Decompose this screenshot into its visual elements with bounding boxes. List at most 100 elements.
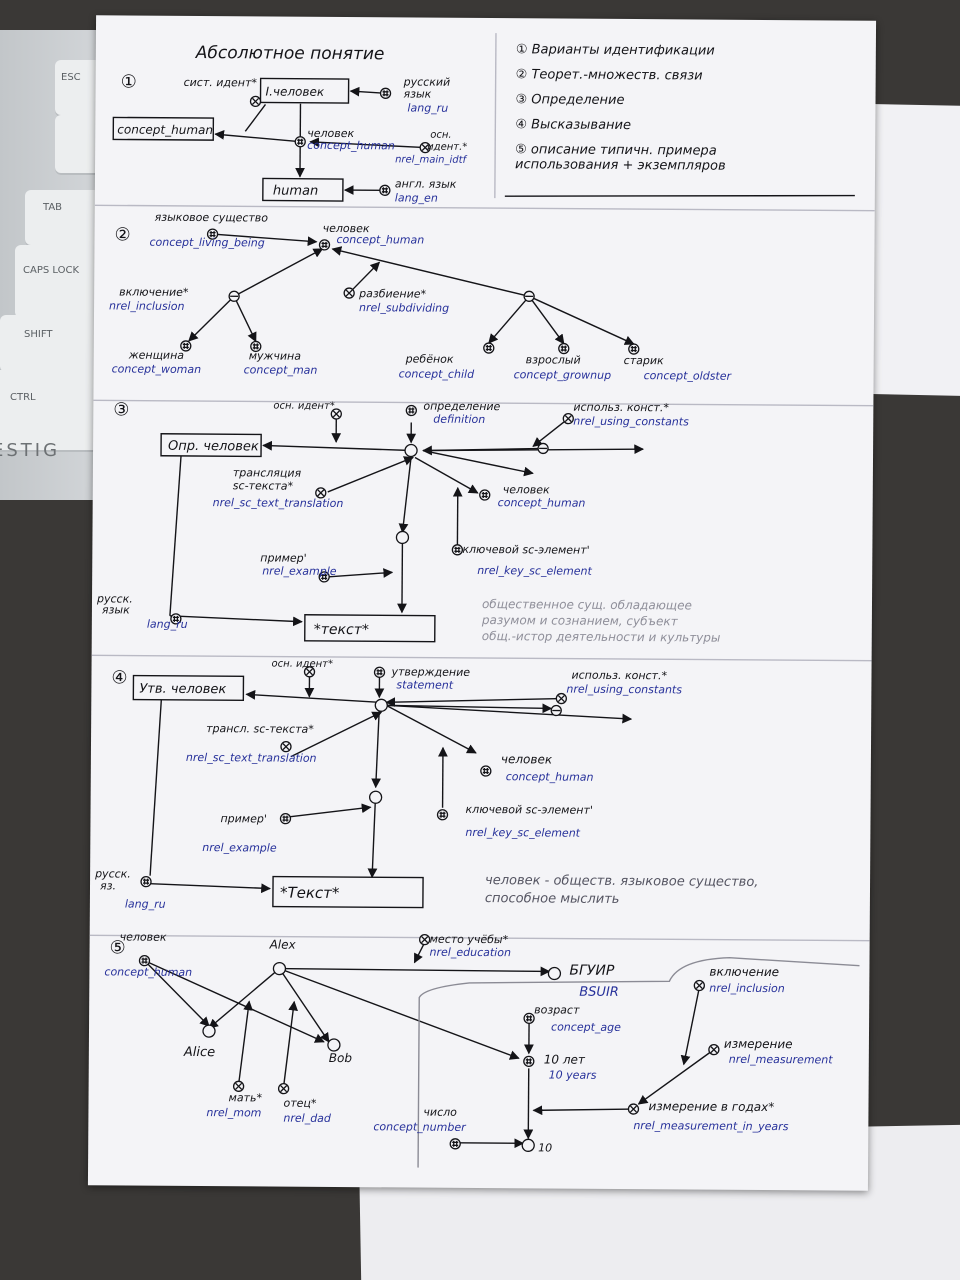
text-label: включение* [119,285,189,298]
sc-node [547,966,562,981]
sc-node-mark [557,695,565,703]
section-number: ⑤ [110,937,126,958]
sc-node-mark [526,1015,533,1022]
sc-identifier: nrel_key_sc_element [465,826,580,840]
sc-identifier: definition [433,413,485,426]
caps-lock-key: CAPS LOCK [15,245,103,320]
box-label: human [273,184,318,199]
section-number: ④ [111,667,127,688]
sc-node [628,343,640,355]
box-label: concept_human [117,122,213,137]
sc-node-mark [332,410,340,418]
text-label: человек [503,483,550,496]
text-label: человек [307,127,354,140]
text-label: русск. [96,592,133,605]
sc-node [140,876,152,888]
sc-node [180,340,192,352]
sc-node [379,87,392,99]
text-label: русск. [94,867,131,880]
sc-node-mark [172,615,179,622]
sc-node-mark [282,815,289,822]
sc-identifier: nrel_sc_text_translation [186,751,317,765]
sc-node [327,1038,341,1052]
box-label: Утв. человек [139,682,226,698]
sc-identifier: nrel_inclusion [709,982,785,996]
sc-node [405,404,417,417]
text-label: отец* [283,1097,316,1110]
note-text: общественное сущ. обладающее [482,597,692,612]
sc-node-mark [421,144,429,152]
text-label: ключевой sc-элемент' [462,543,589,557]
box-label: *текст* [314,622,369,638]
sc-identifier: concept_human [336,233,424,247]
sc-node [523,1012,535,1024]
box-label: I.человек [266,84,325,98]
sc-identifier: concept_living_being [149,236,264,250]
text-label: мать* [228,1091,262,1104]
sc-node [279,812,292,825]
text-label: мужчина [249,349,302,362]
text-label: место учёбы* [430,933,509,947]
legend-item: ② Теорет.-множеств. связи [516,67,703,83]
sc-node-mark [421,936,429,944]
text-label: языковое существо [155,211,269,225]
text-label: 10 лет [544,1052,586,1066]
sc-node [202,1024,216,1038]
sc-identifier: nrel_using_constants [566,683,682,697]
sc-node-mark [710,1046,718,1054]
note-text: человек - обществ. языковое существо, [485,873,758,890]
sc-identifier: nrel_example [262,564,337,578]
text-label: включение [709,965,779,979]
sc-identifier: nrel_main_idtf [395,154,467,166]
sc-identifier: nrel_example [202,841,277,855]
sc-node-mark [408,407,415,414]
text-label: Alice [183,1045,215,1060]
sc-node-mark [481,492,488,499]
text-label: осн. идент* [272,659,334,670]
sc-node [294,136,306,148]
sc-node [250,340,262,353]
legend-item: использования + экземпляров [515,157,726,173]
text-label: женщина [128,349,185,362]
text-label: sc-текста* [233,479,294,492]
sc-node-mark [382,90,389,97]
text-label: БГУИР [569,963,615,979]
sc-node [368,790,383,804]
sc-node [138,955,151,967]
sc-node [480,765,492,777]
legend-item: ⑤ описание типичн. примера [515,142,717,158]
sc-node-mark [321,573,328,580]
sc-node [479,489,491,501]
sc-node-mark [252,343,259,350]
text-label: разбиение* [358,287,426,300]
sc-node-mark [143,878,150,885]
sc-node-mark [485,345,492,352]
sc-node [558,342,570,355]
sc-identifier: lang_en [395,191,438,204]
text-label: сист. идент* [184,76,258,90]
text-label: язык [102,603,130,616]
sc-identifier: statement [396,678,453,691]
section-number: ① [121,71,137,92]
text-label: Bob [329,1051,353,1065]
ctrl-key: CTRL [0,370,100,452]
text-label: 10 [538,1141,552,1154]
sc-identifier: concept_human [498,496,586,510]
text-label: Alex [269,938,297,952]
sc-node [483,342,495,354]
text-label: возраст [534,1003,580,1016]
text-label: измерение [724,1037,793,1051]
text-label: англ. язык [395,177,457,190]
text-label: использ. конст.* [573,401,669,415]
sc-node-mark [695,982,703,990]
text-label: использ. конст.* [571,669,667,683]
sc-node-mark [564,415,572,423]
sc-node-mark [321,241,328,248]
sc-node [379,184,391,196]
legend-item: ① Варианты идентификации [516,42,715,58]
diagram-nodes [138,87,720,1152]
